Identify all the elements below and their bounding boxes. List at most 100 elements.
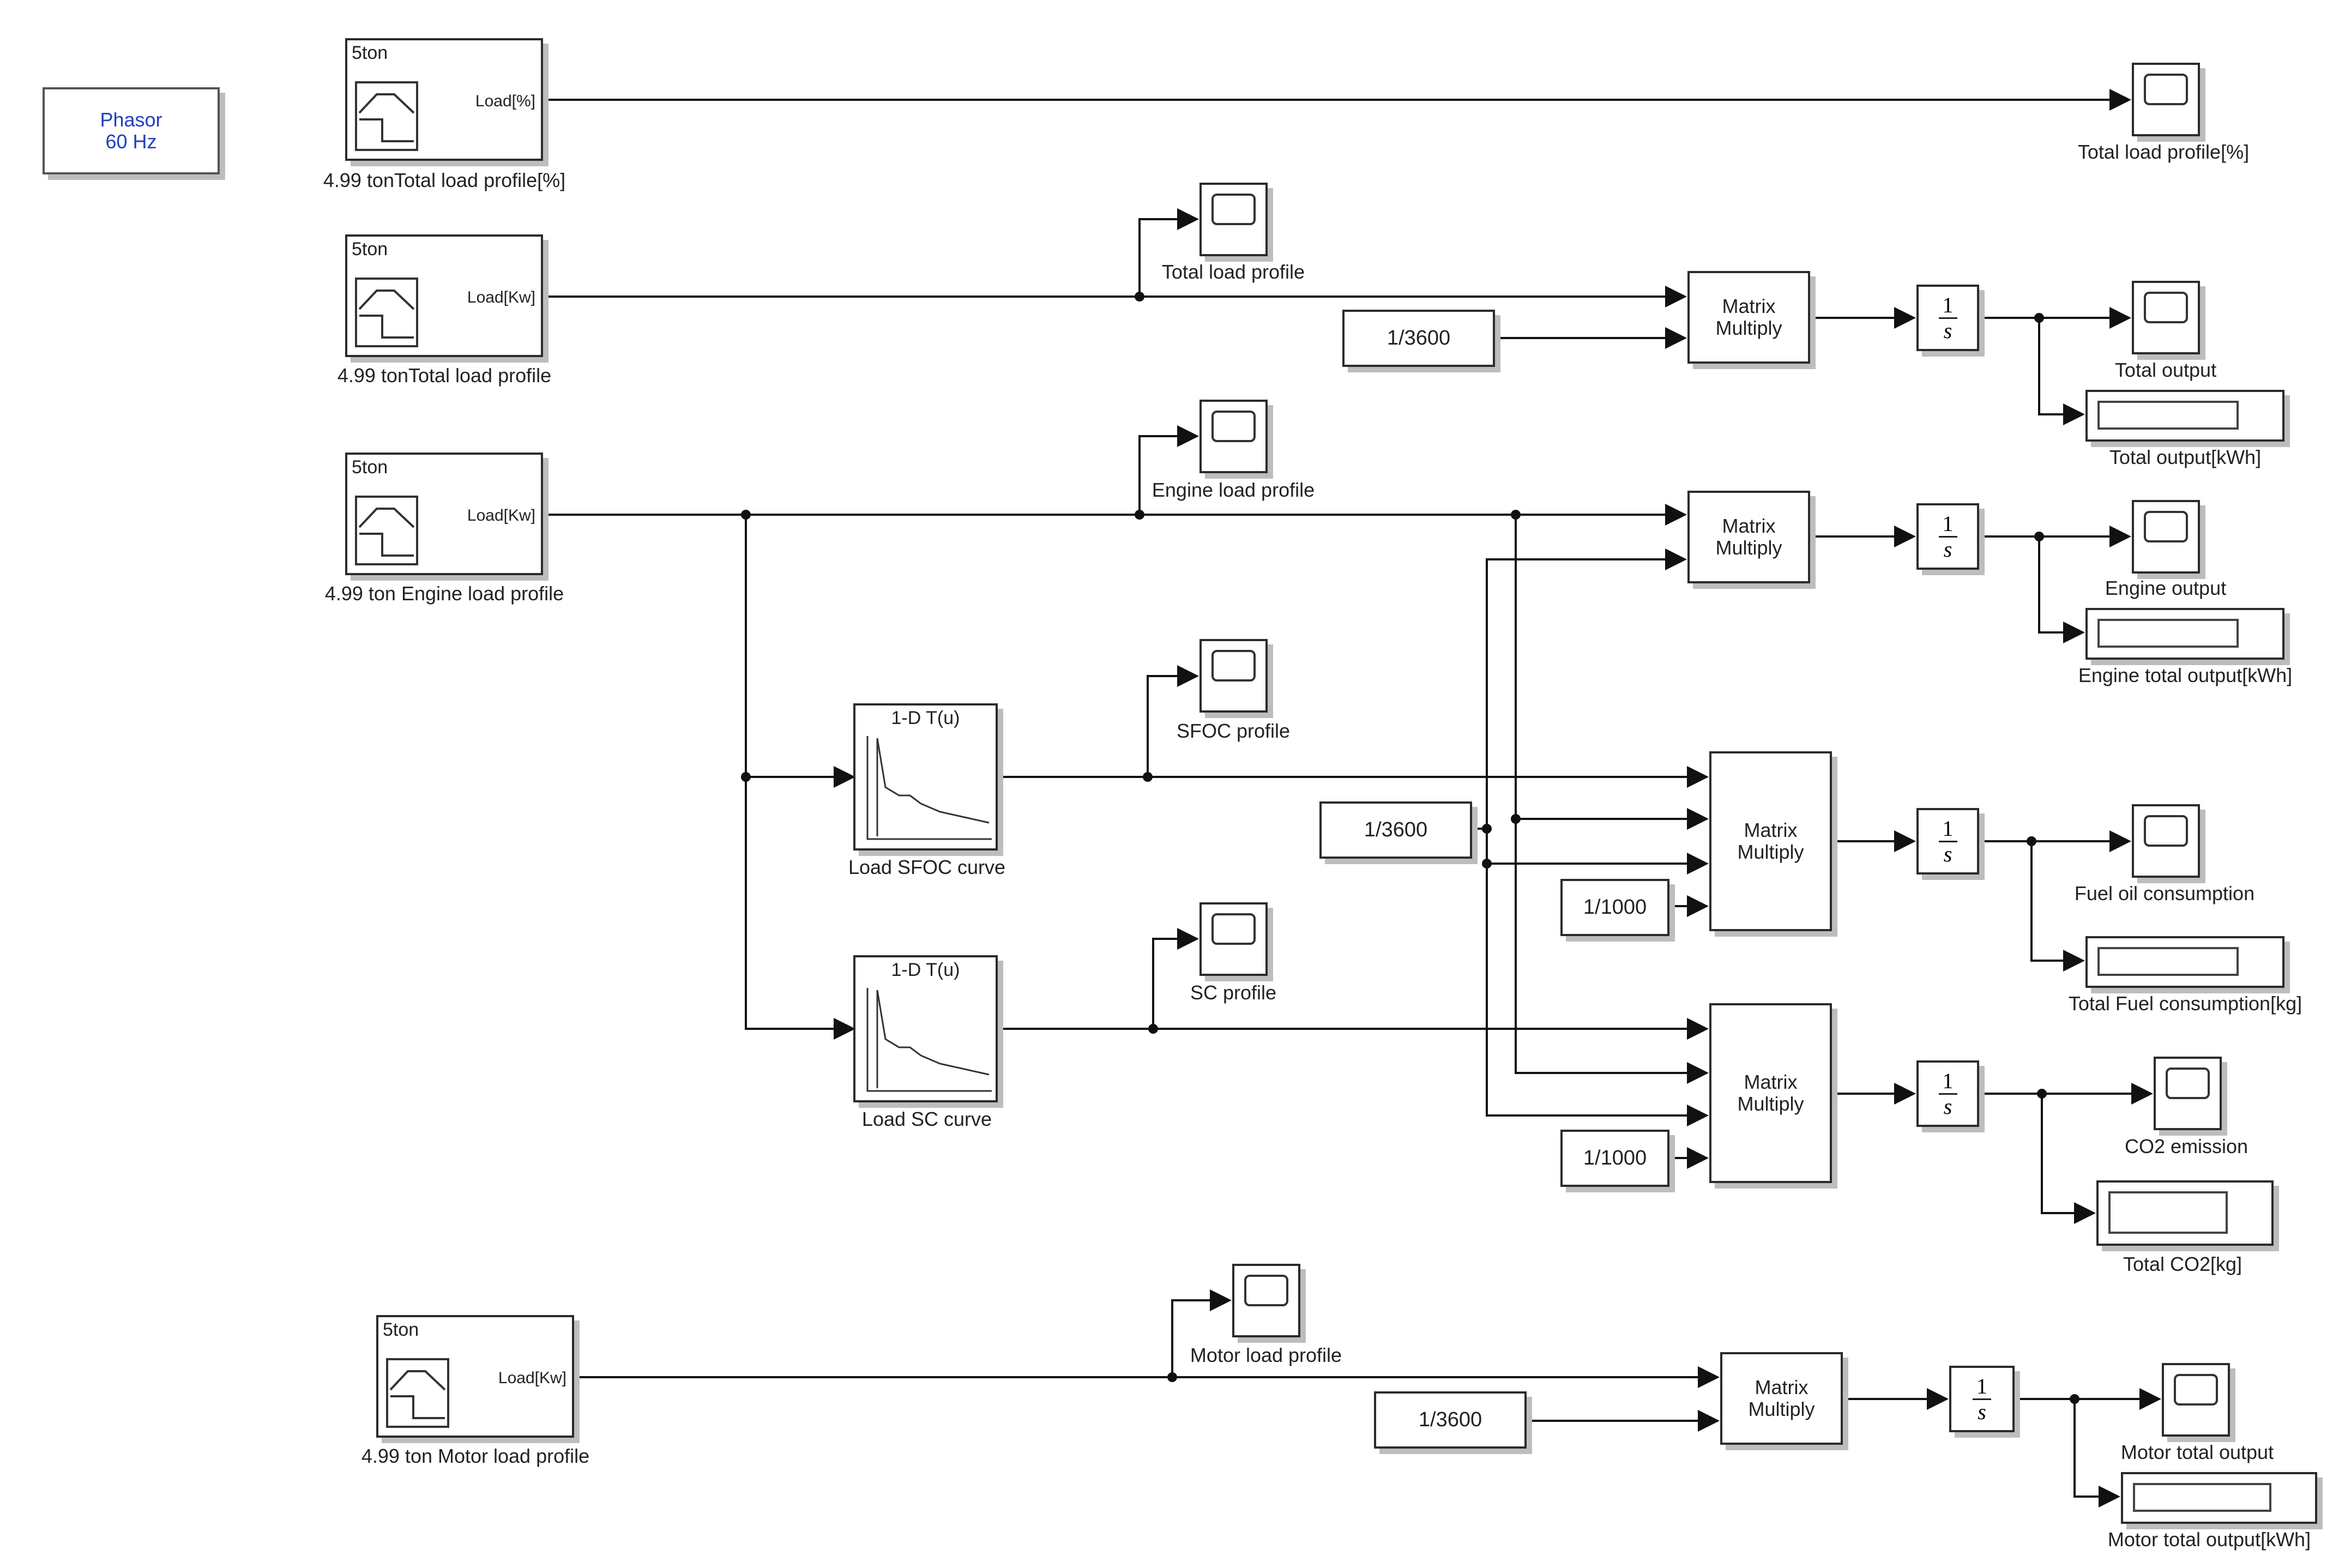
block-label-line2: Multiply bbox=[1737, 841, 1804, 863]
scope-icon bbox=[2144, 815, 2188, 847]
block-header: 5ton bbox=[352, 239, 388, 260]
signal-builder-total-load-percent[interactable]: 5ton Load[%] bbox=[345, 38, 543, 161]
integrator-numerator: 1 bbox=[1976, 1373, 1987, 1398]
display-label: Motor total output[kWh] bbox=[2107, 1528, 2311, 1551]
block-label-line1: Matrix bbox=[1722, 515, 1776, 537]
scope-icon bbox=[2144, 74, 2188, 105]
scope-icon bbox=[1211, 650, 1256, 682]
lookup-table-title: 1-D T(u) bbox=[891, 708, 960, 728]
scope-block[interactable] bbox=[2154, 1057, 2222, 1130]
lookup-table-sc[interactable]: 1-D T(u) bbox=[853, 955, 998, 1102]
block-label-line2: Multiply bbox=[1715, 317, 1782, 339]
signal-builder-total-load[interactable]: 5ton Load[Kw] bbox=[345, 234, 543, 357]
display-block[interactable] bbox=[2085, 608, 2284, 660]
block-caption: 4.99 ton Engine load profile bbox=[324, 582, 564, 605]
scope-block[interactable] bbox=[2132, 500, 2200, 574]
scope-block[interactable] bbox=[1199, 183, 1268, 256]
scope-block[interactable] bbox=[1199, 400, 1268, 473]
constant-value: 1/3600 bbox=[1364, 818, 1428, 841]
constant-block[interactable]: 1/3600 bbox=[1342, 310, 1495, 367]
signal-builder-motor-load[interactable]: 5ton Load[Kw] bbox=[376, 1315, 574, 1438]
branch-point bbox=[1148, 1024, 1158, 1034]
branch-point bbox=[1511, 814, 1521, 824]
wire bbox=[1171, 1289, 1232, 1377]
branch-point bbox=[2037, 1089, 2047, 1099]
display-label: Total output[kWh] bbox=[2109, 446, 2262, 468]
scope-icon bbox=[2166, 1068, 2210, 1099]
wire bbox=[1152, 928, 1199, 1029]
integrator-numerator: 1 bbox=[1942, 292, 1954, 317]
branch-point bbox=[1143, 772, 1153, 782]
phasor-frequency: 60 Hz bbox=[105, 130, 157, 153]
constant-block[interactable]: 1/1000 bbox=[1560, 1130, 1669, 1187]
branch-point bbox=[2034, 313, 2044, 323]
scope-icon bbox=[2144, 292, 2188, 323]
block-label-line1: Matrix bbox=[1744, 1071, 1798, 1093]
scope-block[interactable] bbox=[2132, 281, 2200, 354]
wire bbox=[1147, 665, 1199, 777]
scope-block[interactable] bbox=[2132, 63, 2200, 136]
display-block[interactable] bbox=[2085, 390, 2284, 442]
display-field bbox=[2097, 401, 2239, 430]
wire bbox=[1138, 425, 1199, 515]
output-port-label: Load[%] bbox=[475, 92, 535, 110]
lookup-curve-icon bbox=[866, 736, 992, 840]
scope-block[interactable] bbox=[2132, 804, 2200, 878]
scope-block[interactable] bbox=[1199, 902, 1268, 976]
wire bbox=[2038, 318, 2085, 425]
block-caption: 4.99 tonTotal load profile[%] bbox=[323, 169, 566, 191]
display-block[interactable] bbox=[2085, 936, 2284, 988]
constant-block[interactable]: 1/1000 bbox=[1560, 879, 1669, 936]
signal-builder-engine-load[interactable]: 5ton Load[Kw] bbox=[345, 453, 543, 575]
lookup-table-sfoc[interactable]: 1-D T(u) bbox=[853, 703, 998, 851]
display-label: Total Fuel consumption[kg] bbox=[2068, 992, 2302, 1015]
powergui-phasor-block[interactable]: Phasor 60 Hz bbox=[43, 87, 220, 174]
integrator-numerator: 1 bbox=[1942, 816, 1954, 841]
constant-value: 1/3600 bbox=[1387, 327, 1451, 349]
signal-builder-icon bbox=[386, 1358, 449, 1428]
signal-builder-icon bbox=[355, 81, 418, 151]
wire bbox=[1486, 548, 1687, 864]
branch-point bbox=[1135, 292, 1144, 301]
wire bbox=[745, 515, 855, 788]
constant-block[interactable]: 1/3600 bbox=[1374, 1391, 1527, 1449]
scope-label: Motor load profile bbox=[1190, 1344, 1342, 1366]
branch-point bbox=[1135, 510, 1144, 520]
constant-value: 1/3600 bbox=[1418, 1408, 1482, 1431]
display-field bbox=[2108, 1191, 2228, 1234]
display-label: Engine total output[kWh] bbox=[2078, 664, 2293, 686]
branch-point bbox=[2070, 1394, 2079, 1404]
lookup-table-title: 1-D T(u) bbox=[891, 960, 960, 980]
scope-block[interactable] bbox=[1199, 639, 1268, 713]
scope-label: Fuel oil consumption bbox=[2074, 882, 2255, 904]
output-port-label: Load[Kw] bbox=[467, 506, 535, 524]
scope-label: Total load profile bbox=[1161, 261, 1305, 283]
integrator-numerator: 1 bbox=[1942, 511, 1954, 536]
scope-block[interactable] bbox=[2162, 1363, 2230, 1437]
branch-point bbox=[741, 772, 751, 782]
branch-point bbox=[1482, 859, 1492, 869]
branch-point bbox=[741, 510, 751, 520]
block-caption: Load SFOC curve bbox=[848, 856, 1006, 878]
display-block[interactable] bbox=[2121, 1472, 2317, 1524]
constant-block[interactable]: 1/3600 bbox=[1319, 801, 1472, 859]
scope-label: Engine output bbox=[2105, 577, 2227, 599]
display-block[interactable] bbox=[2096, 1180, 2274, 1246]
block-header: 5ton bbox=[352, 457, 388, 478]
scope-block[interactable] bbox=[1232, 1264, 1300, 1337]
wire bbox=[2073, 1399, 2120, 1507]
scope-label: CO2 emission bbox=[2124, 1135, 2248, 1157]
scope-icon bbox=[2174, 1374, 2218, 1406]
wire bbox=[1138, 208, 1199, 297]
